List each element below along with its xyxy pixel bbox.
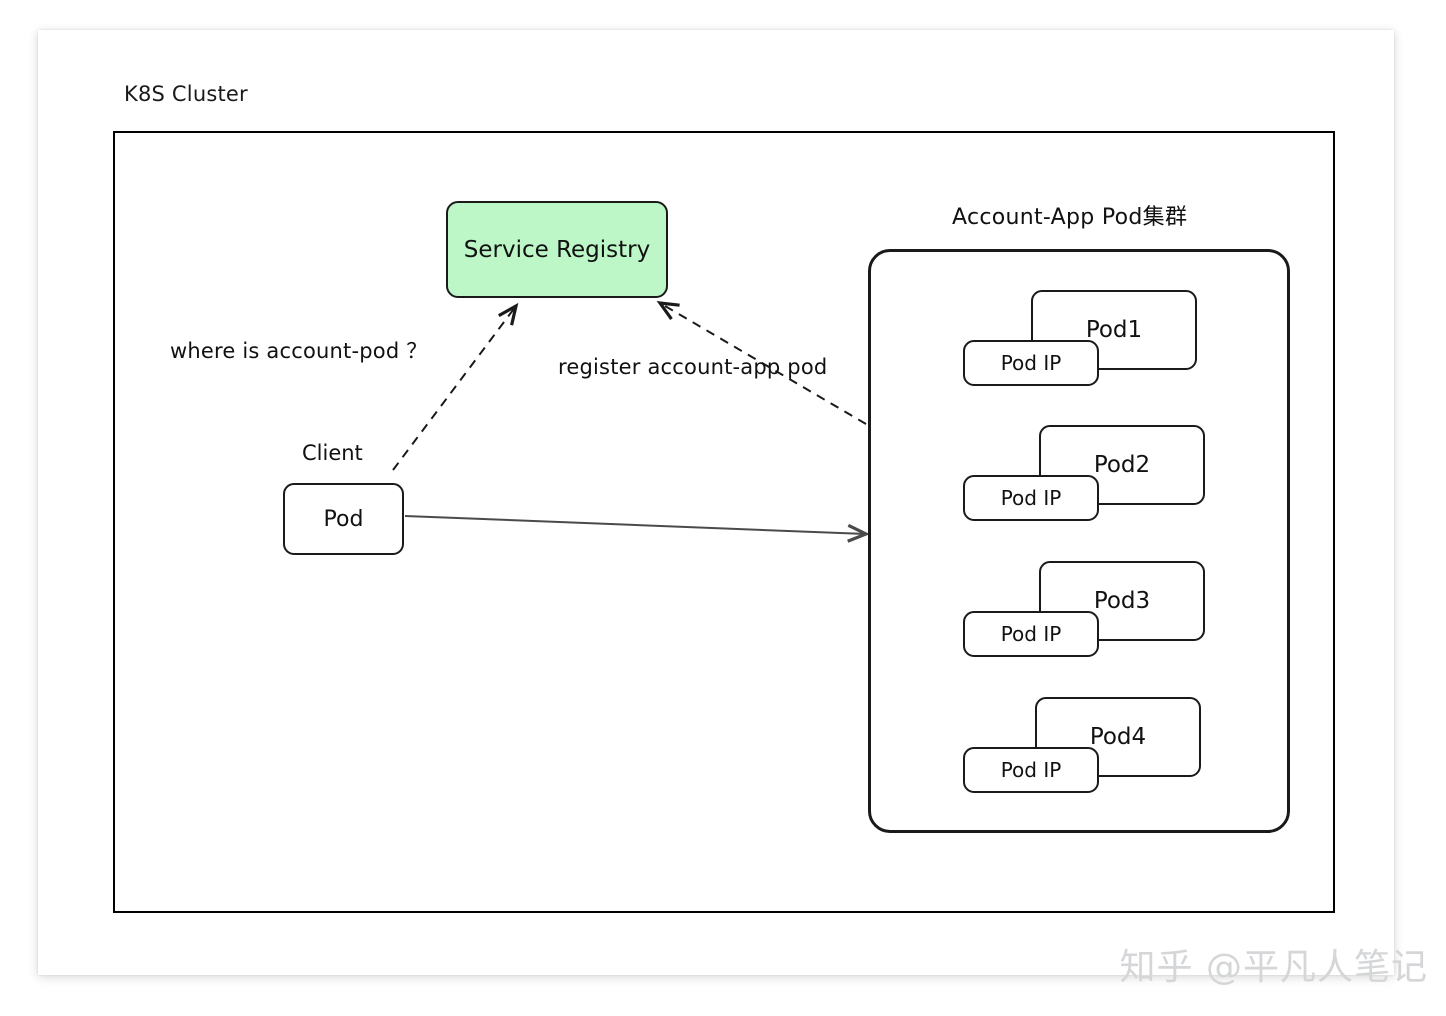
client-pod-label: Pod <box>323 506 364 532</box>
pod-ip-box[interactable]: Pod IP <box>963 747 1099 793</box>
client-caption: Client <box>302 441 363 465</box>
zhihu-watermark: 知乎 @平凡人笔记 <box>1119 947 1428 988</box>
edge-label-query: where is account-pod ？ <box>170 339 428 363</box>
k8s-cluster-boundary <box>113 131 1335 913</box>
pod-ip-box[interactable]: Pod IP <box>963 475 1099 521</box>
client-pod-node[interactable]: Pod <box>283 483 404 555</box>
pod-unit[interactable]: Pod1 Pod IP <box>963 290 1213 400</box>
pod-unit[interactable]: Pod3 Pod IP <box>963 561 1213 671</box>
podgroup-title: Account-App Pod集群 <box>952 205 1188 230</box>
pod-name: Pod3 <box>1093 588 1151 614</box>
pod-ip-label: Pod IP <box>1000 351 1062 375</box>
page-title: K8S Cluster <box>124 82 248 106</box>
pod-unit[interactable]: Pod4 Pod IP <box>963 697 1213 807</box>
pod-box[interactable]: Pod1 <box>1031 290 1197 370</box>
pod-ip-box[interactable]: Pod IP <box>963 340 1099 386</box>
pod-ip-box[interactable]: Pod IP <box>963 611 1099 657</box>
pod-ip-label: Pod IP <box>1000 758 1062 782</box>
pod-name: Pod4 <box>1089 724 1147 750</box>
pod-ip-label: Pod IP <box>1000 486 1062 510</box>
pod-box[interactable]: Pod2 <box>1039 425 1205 505</box>
edge-label-register: register account-app pod <box>558 355 828 379</box>
pod-name: Pod2 <box>1093 452 1151 478</box>
pod-unit[interactable]: Pod2 Pod IP <box>963 425 1213 535</box>
service-registry-node[interactable]: Service Registry <box>446 201 668 298</box>
pod-ip-label: Pod IP <box>1000 622 1062 646</box>
pod-name: Pod1 <box>1085 317 1143 343</box>
service-registry-label: Service Registry <box>463 236 651 263</box>
